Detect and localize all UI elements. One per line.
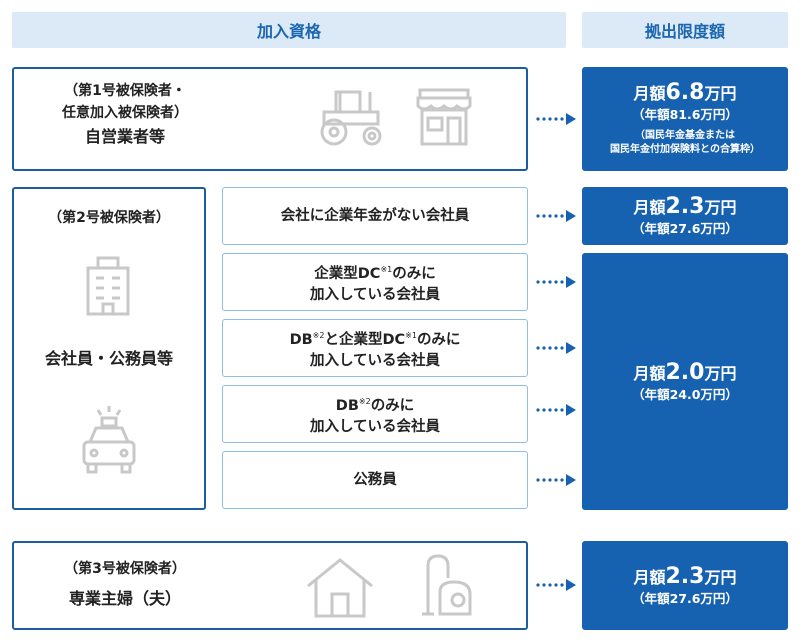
limit-b-amount: 2.0 bbox=[665, 359, 705, 385]
category2-label: （第2号被保険者） bbox=[48, 210, 170, 226]
row1-arrow bbox=[536, 207, 576, 225]
category1-limit-suffix: 万円 bbox=[704, 84, 737, 103]
category1-limit-amount: 6.8 bbox=[665, 80, 705, 105]
row3-line2: 加入している会社員 bbox=[309, 352, 441, 369]
row-corporate-dc-only: 企業型DC※1のみに 加入している会社員 bbox=[222, 253, 528, 311]
limit-a-annual: （年額27.6万円） bbox=[632, 221, 738, 236]
category3-name: 専業主婦（夫） bbox=[68, 589, 181, 608]
limit-b-prefix: 月額 bbox=[633, 363, 666, 383]
category1-line1: （第1号被保険者・ bbox=[64, 83, 186, 99]
header-qualification: 加入資格 bbox=[12, 12, 566, 48]
category2-limit-a: 月額2.3万円 （年額27.6万円） bbox=[582, 187, 788, 245]
row4-line1b: のみに bbox=[370, 397, 415, 414]
row5-arrow bbox=[536, 471, 576, 489]
category1-arrow bbox=[536, 110, 576, 128]
row-civil-servant: 公務員 bbox=[222, 451, 528, 509]
category1-line2: 任意加入被保険者） bbox=[62, 105, 188, 121]
category3-limit-suffix: 万円 bbox=[704, 567, 737, 587]
row-no-corporate-pension: 会社に企業年金がない会社員 bbox=[222, 187, 528, 245]
category2-name: 会社員・公務員等 bbox=[44, 349, 173, 368]
house-icon bbox=[304, 554, 376, 620]
row2-sup1: ※1 bbox=[380, 264, 393, 274]
row-db-and-dc: DB※2と企業型DC※1のみに 加入している会社員 bbox=[222, 319, 528, 377]
category2-box bbox=[12, 187, 206, 510]
limit-b-annual: （年額24.0万円） bbox=[632, 386, 738, 402]
category1-limit-prefix: 月額 bbox=[633, 84, 666, 103]
category3-limit-prefix: 月額 bbox=[633, 567, 666, 587]
row4-arrow bbox=[536, 401, 576, 419]
limit-a-prefix: 月額 bbox=[633, 198, 666, 217]
row3-line1a: DB bbox=[289, 331, 313, 348]
row2-line2: 加入している会社員 bbox=[309, 286, 441, 303]
row3-sup1: ※2 bbox=[312, 330, 325, 340]
row4-line1a: DB bbox=[335, 397, 359, 414]
category1-name: 自営業者等 bbox=[84, 127, 165, 146]
category3-label: （第3号被保険者） bbox=[64, 561, 186, 577]
vacuum-cleaner-icon bbox=[418, 552, 476, 620]
header-limit-label: 拠出限度額 bbox=[644, 22, 725, 41]
row-db-only: DB※2のみに 加入している会社員 bbox=[222, 385, 528, 443]
category2-limit-b: 月額2.0万円 （年額24.0万円） bbox=[582, 253, 788, 510]
tractor-icon bbox=[316, 86, 388, 148]
row2-arrow bbox=[536, 273, 576, 291]
category3-limit-annual: （年額27.6万円） bbox=[632, 590, 738, 606]
row3-line1b: と企業型DC bbox=[324, 331, 406, 348]
row1-line1: 会社に企業年金がない会社員 bbox=[280, 207, 470, 224]
category1-text: （第1号被保険者・ 任意加入被保険者） 自営業者等 bbox=[30, 80, 220, 150]
police-car-icon bbox=[76, 404, 142, 480]
row4-line2: 加入している会社員 bbox=[309, 418, 441, 435]
office-building-icon bbox=[78, 254, 138, 318]
row3-arrow bbox=[536, 339, 576, 357]
limit-a-suffix: 万円 bbox=[704, 198, 737, 217]
limit-a-amount: 2.3 bbox=[665, 194, 705, 219]
category1-limit: 月額6.8万円 （年額81.6万円） （国民年金基金または 国民年金付加保険料と… bbox=[582, 67, 788, 171]
header-qualification-label: 加入資格 bbox=[256, 22, 321, 41]
category3-limit: 月額2.3万円 （年額27.6万円） bbox=[582, 541, 788, 630]
category1-limit-annual: （年額81.6万円） bbox=[632, 107, 738, 122]
storefront-icon bbox=[414, 86, 474, 148]
row3-sup2: ※1 bbox=[405, 330, 417, 340]
row3-line1c: のみに bbox=[416, 331, 461, 348]
row4-sup1: ※2 bbox=[358, 396, 371, 406]
row2-line1a: 企業型DC bbox=[314, 265, 381, 282]
category1-limit-note1: （国民年金基金または bbox=[635, 130, 735, 141]
category1-limit-note2: 国民年金付加保険料との合算枠） bbox=[610, 144, 760, 155]
header-limit: 拠出限度額 bbox=[582, 12, 788, 48]
row5-line1: 公務員 bbox=[353, 471, 397, 488]
category3-arrow bbox=[536, 576, 576, 594]
row2-line1b: のみに bbox=[392, 265, 436, 282]
category3-text: （第3号被保険者） 専業主婦（夫） bbox=[30, 558, 220, 612]
limit-b-suffix: 万円 bbox=[704, 363, 737, 383]
category3-limit-amount: 2.3 bbox=[665, 563, 705, 589]
